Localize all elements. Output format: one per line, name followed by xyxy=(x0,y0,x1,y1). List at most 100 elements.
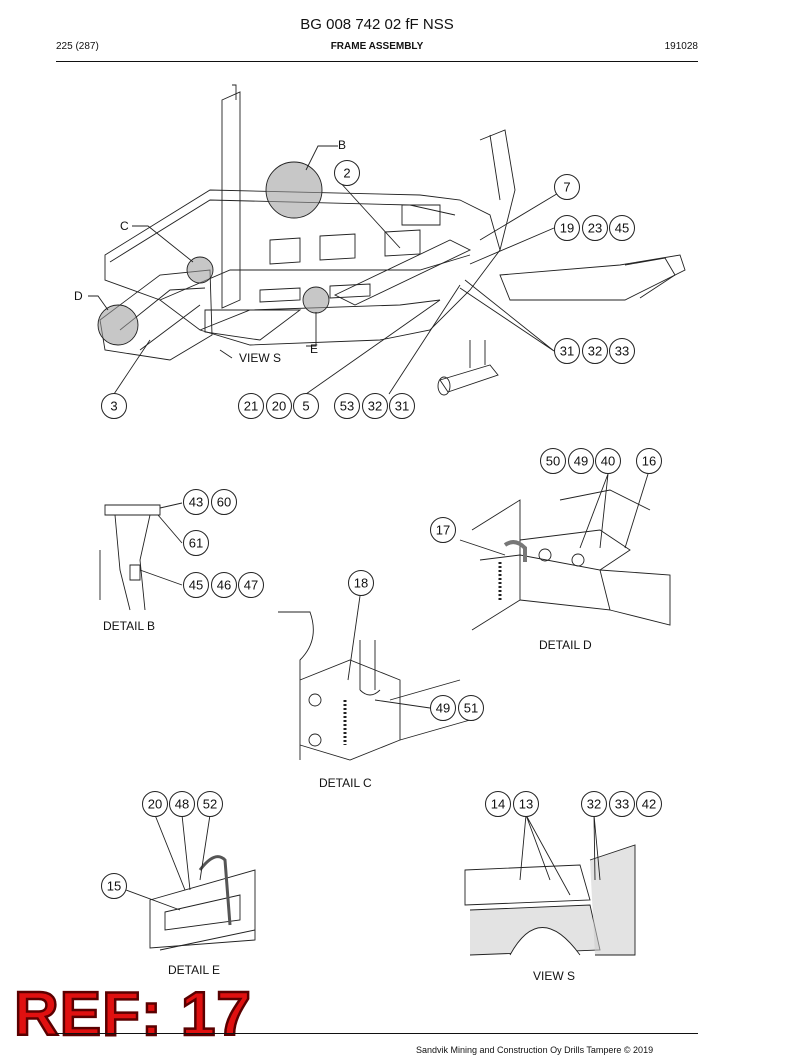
callout-42: 42 xyxy=(636,791,662,817)
callout-32: 32 xyxy=(581,791,607,817)
detail-d-label: DETAIL D xyxy=(539,638,592,652)
main-frame-illustration xyxy=(97,84,686,396)
callout-number: 19 xyxy=(560,221,574,236)
reference-stamp: REF: 17 xyxy=(13,980,252,1049)
callout-circle xyxy=(334,393,360,419)
callout-number: 48 xyxy=(175,797,189,812)
callout-circle xyxy=(430,695,456,721)
callout-circle xyxy=(595,448,621,474)
callout-number: 5 xyxy=(302,399,309,414)
callout-17: 17 xyxy=(430,517,456,543)
callout-number: 61 xyxy=(189,536,203,551)
callout-circle xyxy=(485,791,511,817)
callout-number: 60 xyxy=(217,495,231,510)
callout-20: 20 xyxy=(266,393,292,419)
callout-number: 32 xyxy=(587,797,601,812)
callout-circle xyxy=(169,791,195,817)
callout-number: 2 xyxy=(343,166,350,181)
callout-21: 21 xyxy=(238,393,264,419)
callout-number: 15 xyxy=(107,879,121,894)
callout-number: 17 xyxy=(436,523,450,538)
detail-e-label: DETAIL E xyxy=(168,963,221,977)
view-label-d: D xyxy=(74,289,83,303)
callout-20: 20 xyxy=(142,791,168,817)
document-id: BG 008 742 02 fF NSS xyxy=(300,16,454,33)
callout-number: 49 xyxy=(436,701,450,716)
callout-number: 31 xyxy=(395,399,409,414)
detail-e-illustration xyxy=(125,814,256,951)
callout-circle xyxy=(458,695,484,721)
callout-53: 53 xyxy=(334,393,360,419)
view-label-b: B xyxy=(338,138,347,152)
callout-19: 19 xyxy=(554,215,580,241)
callout-number: 13 xyxy=(519,797,533,812)
callout-circle xyxy=(540,448,566,474)
callout-49: 49 xyxy=(568,448,594,474)
view-label-s: VIEW S xyxy=(239,351,282,365)
view-label-e: E xyxy=(310,342,319,356)
callout-circle xyxy=(513,791,539,817)
callout-number: 20 xyxy=(148,797,162,812)
callout-61: 61 xyxy=(183,530,209,556)
main-leader-lines xyxy=(88,145,561,395)
callout-number: 43 xyxy=(189,495,203,510)
callout-46: 46 xyxy=(211,572,237,598)
callout-circle xyxy=(183,530,209,556)
callout-number: 53 xyxy=(340,399,354,414)
callout-circle xyxy=(142,791,168,817)
callout-circle xyxy=(334,160,360,186)
callout-number: 16 xyxy=(642,454,656,469)
callout-circle xyxy=(582,338,608,364)
callout-23: 23 xyxy=(582,215,608,241)
callout-number: 40 xyxy=(601,454,615,469)
callout-circle xyxy=(101,873,127,899)
callout-circle xyxy=(554,215,580,241)
callout-circle xyxy=(197,791,223,817)
callout-circle xyxy=(554,338,580,364)
callout-number: 7 xyxy=(563,180,570,195)
callout-14: 14 xyxy=(485,791,511,817)
callout-circle xyxy=(183,489,209,515)
callout-48: 48 xyxy=(169,791,195,817)
callout-circle xyxy=(430,517,456,543)
callout-49: 49 xyxy=(430,695,456,721)
callout-51: 51 xyxy=(458,695,484,721)
callout-18: 18 xyxy=(348,570,374,596)
callout-number: 52 xyxy=(203,797,217,812)
callout-number: 3 xyxy=(110,399,117,414)
callout-15: 15 xyxy=(101,873,127,899)
callout-60: 60 xyxy=(211,489,237,515)
callout-circle xyxy=(238,393,264,419)
callout-number: 32 xyxy=(588,344,602,359)
callout-47: 47 xyxy=(238,572,264,598)
callout-circle xyxy=(568,448,594,474)
callout-circle xyxy=(582,215,608,241)
callout-31: 31 xyxy=(554,338,580,364)
callout-number: 45 xyxy=(615,221,629,236)
view-s-bottom-label: VIEW S xyxy=(533,969,576,983)
callout-number: 45 xyxy=(189,578,203,593)
callout-number: 42 xyxy=(642,797,656,812)
callout-33: 33 xyxy=(609,791,635,817)
callout-circle xyxy=(101,393,127,419)
callout-2: 2 xyxy=(334,160,360,186)
callout-number: 49 xyxy=(574,454,588,469)
callout-3: 3 xyxy=(101,393,127,419)
callout-circle xyxy=(609,215,635,241)
callout-33: 33 xyxy=(609,338,635,364)
callout-circle xyxy=(609,791,635,817)
callout-50: 50 xyxy=(540,448,566,474)
callout-circle xyxy=(389,393,415,419)
callout-number: 20 xyxy=(272,399,286,414)
callout-number: 47 xyxy=(244,578,258,593)
page-title: FRAME ASSEMBLY xyxy=(330,41,424,52)
detail-c-label: DETAIL C xyxy=(319,776,372,790)
callout-circle xyxy=(211,489,237,515)
callout-40: 40 xyxy=(595,448,621,474)
callout-number: 33 xyxy=(615,344,629,359)
view-label-c: C xyxy=(120,219,129,233)
callout-circle xyxy=(581,791,607,817)
detail-b-illustration xyxy=(99,502,183,611)
callout-number: 33 xyxy=(615,797,629,812)
